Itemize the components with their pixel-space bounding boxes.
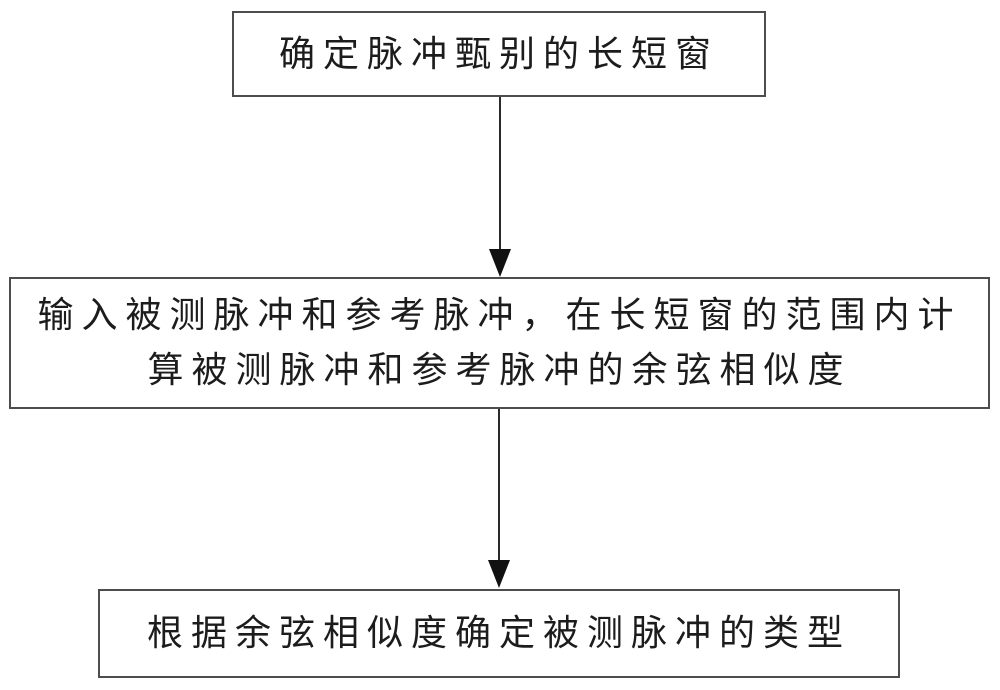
flow-step-label: 根据余弦相似度确定被测脉冲的类型 — [146, 613, 851, 653]
flow-step-compute-cosine-similarity: 输入被测脉冲和参考脉冲，在长短窗的范围内计算被测脉冲和参考脉冲的余弦相似度 — [9, 277, 990, 409]
flow-step-determine-windows: 确定脉冲甄别的长短窗 — [232, 11, 766, 97]
arrow-shaft — [498, 409, 500, 562]
arrow-down-icon — [488, 97, 512, 277]
arrow-shaft — [499, 97, 501, 251]
arrowhead-icon — [488, 560, 510, 588]
flow-step-determine-pulse-type: 根据余弦相似度确定被测脉冲的类型 — [98, 589, 900, 678]
flow-step-label: 确定脉冲甄别的长短窗 — [278, 33, 719, 74]
flow-step-label: 输入被测脉冲和参考脉冲，在长短窗的范围内计算被测脉冲和参考脉冲的余弦相似度 — [37, 295, 962, 390]
arrowhead-icon — [489, 249, 511, 277]
arrow-down-icon — [487, 409, 511, 588]
